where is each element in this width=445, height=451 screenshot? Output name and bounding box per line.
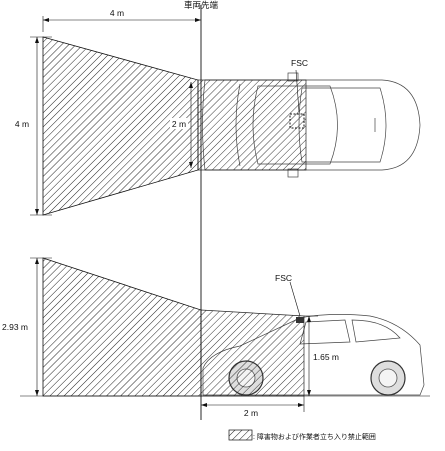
legend-text: : 障害物および作業者立ち入り禁止範囲 bbox=[253, 432, 376, 441]
fsc-label-top: FSC bbox=[291, 58, 308, 68]
side-view: FSC 2.93 m 1.65 m 2 m bbox=[2, 257, 430, 418]
side-inner-height-label: 1.65 m bbox=[313, 352, 339, 362]
restricted-zone-side-overlap bbox=[200, 309, 305, 397]
restricted-zone-side bbox=[42, 257, 202, 397]
fsc-sensor-side bbox=[296, 317, 304, 323]
restricted-zone-top-overlap bbox=[197, 79, 307, 171]
top-width-label: 4 m bbox=[110, 8, 124, 18]
side-width-label: 2 m bbox=[244, 408, 258, 418]
fsc-sensor-top bbox=[289, 113, 305, 129]
legend: : 障害物および作業者立ち入り禁止範囲 bbox=[228, 429, 376, 441]
hatch-swatch-icon bbox=[228, 429, 253, 441]
top-height-label: 4 m bbox=[15, 119, 29, 129]
side-height-label: 2.93 m bbox=[2, 322, 28, 332]
top-inner-label: 2 m bbox=[172, 119, 186, 129]
fsc-label-side: FSC bbox=[275, 273, 292, 283]
front-end-label: 車両先端 bbox=[184, 0, 219, 10]
top-view: FSC 車両先端 4 m 4 m 2 m bbox=[15, 0, 421, 420]
